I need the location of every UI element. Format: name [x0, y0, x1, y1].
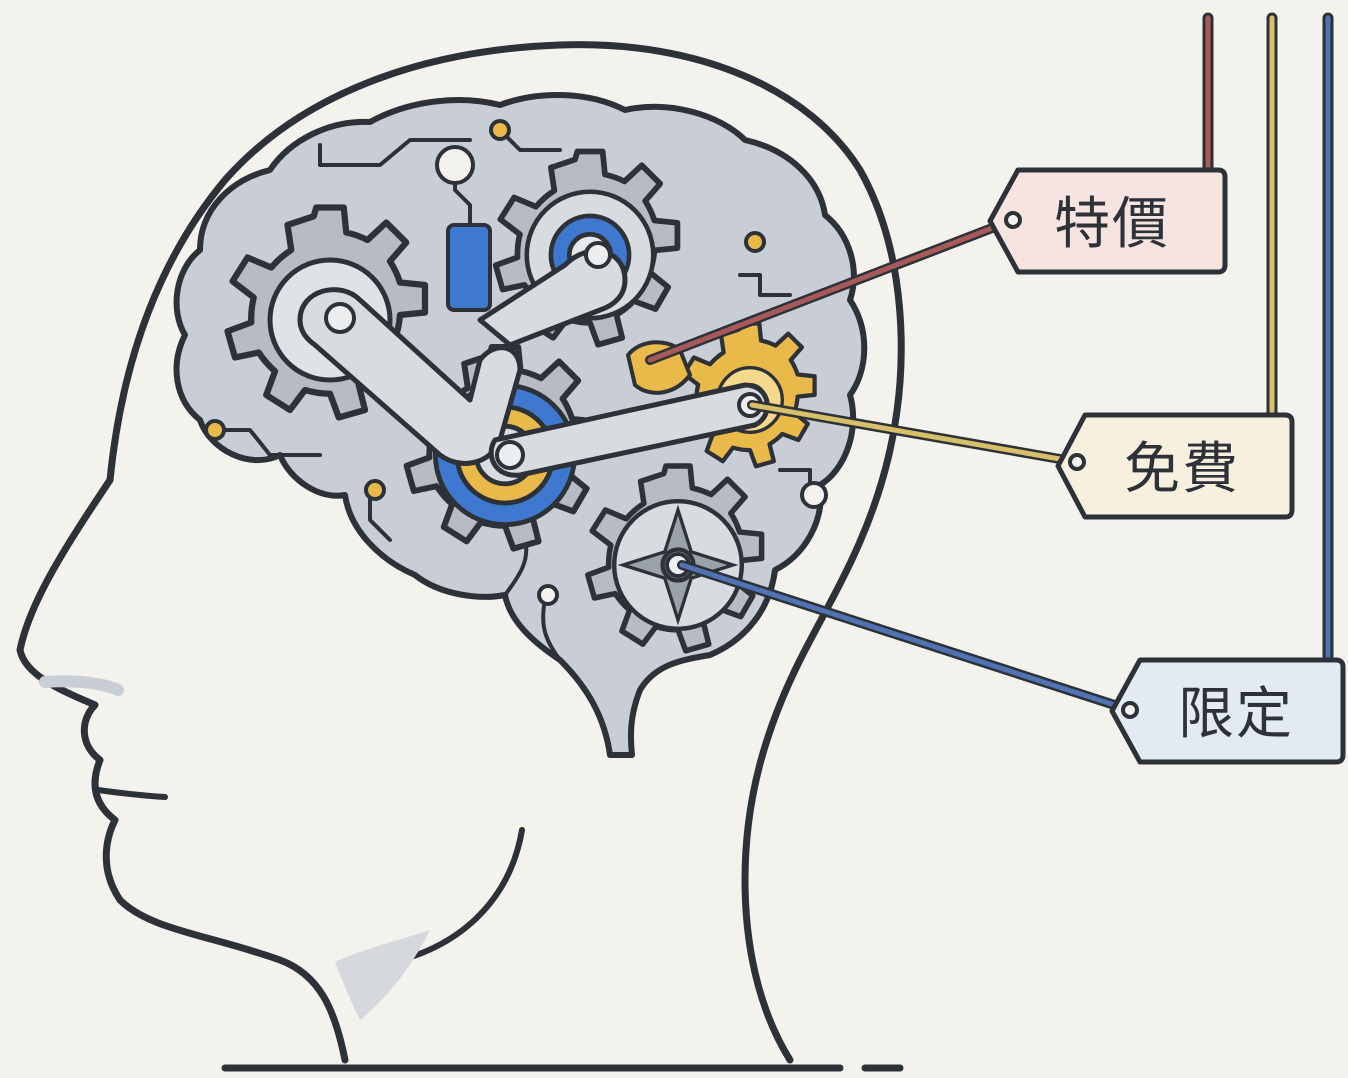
tag-label-limited: 限定	[1178, 682, 1294, 747]
pointer-line-special-price-color	[647, 217, 1016, 363]
nostril-shadow	[39, 675, 124, 696]
tag-label-special-price: 特價	[1054, 192, 1170, 257]
price-tag-special-price: 特價	[987, 167, 1228, 275]
tag-hole-icon	[1068, 453, 1086, 471]
tag-label-free: 免費	[1124, 437, 1240, 502]
neck-shadow	[335, 930, 430, 1020]
tag-hole-icon	[1004, 211, 1022, 229]
tag-hole-icon	[1121, 701, 1139, 719]
head-silhouette-icon	[16, 41, 905, 1064]
price-tag-limited: 限定	[1109, 657, 1346, 765]
circuit-nodes	[204, 119, 828, 606]
lever-arm-icon	[297, 248, 770, 478]
pointer-line-free-color	[749, 402, 1080, 465]
price-tag-free: 免費	[1055, 412, 1295, 520]
blue-connector	[446, 223, 492, 312]
mouth-line	[95, 787, 168, 800]
pointer-line-limited-color	[679, 562, 1133, 713]
